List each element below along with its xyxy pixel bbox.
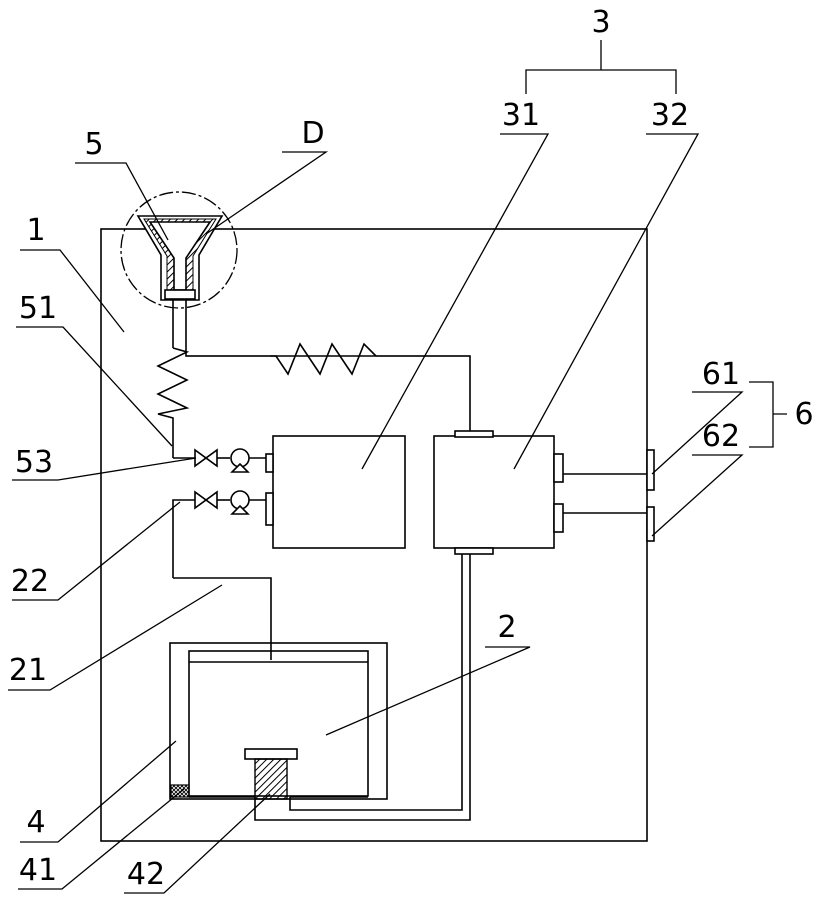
label-61: 61 <box>702 357 740 392</box>
valve-53 <box>195 449 267 472</box>
label-22: 22 <box>11 564 49 599</box>
heater-coil-vertical <box>158 348 187 458</box>
heater-coil-horizontal <box>270 344 376 374</box>
label-1: 1 <box>26 213 45 248</box>
unit-32 <box>434 436 554 548</box>
label-d: D <box>301 116 324 151</box>
label-51: 51 <box>19 291 57 326</box>
label-42: 42 <box>127 857 165 892</box>
funnel-outlet-pipe <box>173 300 470 434</box>
pipe-21 <box>173 578 271 660</box>
element-41 <box>171 785 189 797</box>
label-4: 4 <box>26 805 45 840</box>
valve-22 <box>195 491 267 514</box>
label-62: 62 <box>702 419 740 454</box>
label-32: 32 <box>651 98 689 133</box>
label-2: 2 <box>497 610 516 645</box>
label-31: 31 <box>502 98 540 133</box>
pipe-22 <box>173 500 195 578</box>
label-53: 53 <box>15 445 53 480</box>
outlet-61 <box>647 450 654 490</box>
element-42 <box>255 759 287 799</box>
label-6: 6 <box>794 397 813 432</box>
label-41: 41 <box>19 853 57 888</box>
label-21: 21 <box>9 653 47 688</box>
label-5: 5 <box>84 127 103 162</box>
funnel-assembly <box>138 216 222 300</box>
label-3: 3 <box>591 5 610 40</box>
unit-31 <box>273 436 405 548</box>
